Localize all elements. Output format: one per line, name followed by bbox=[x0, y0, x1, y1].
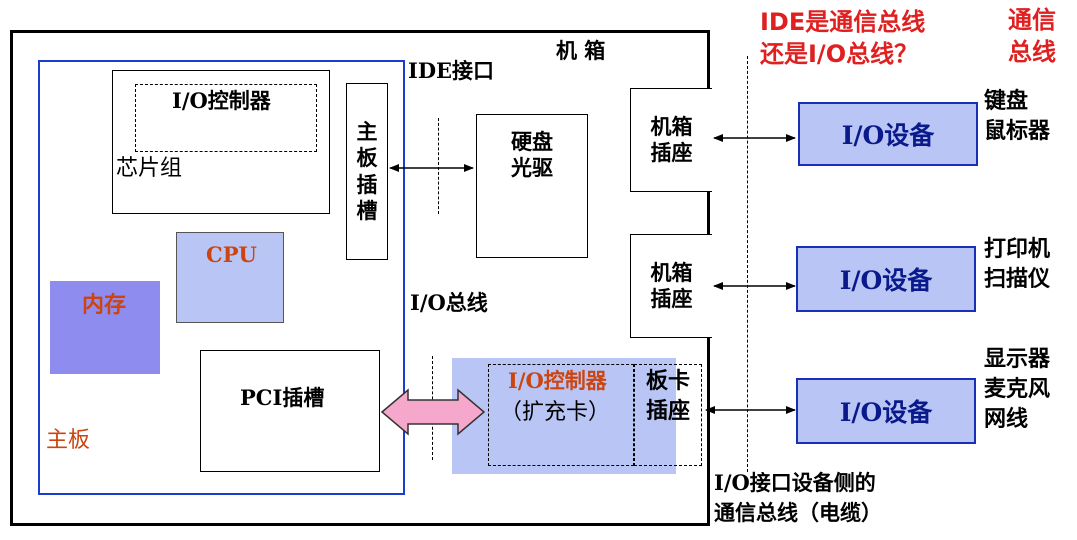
cable-note-line2: 通信总线（电缆） bbox=[714, 500, 882, 525]
case-socket-2: 机箱 插座 bbox=[630, 234, 712, 338]
disk-line2: 光驱 bbox=[511, 155, 553, 181]
mainboard-label: 主板 bbox=[46, 428, 91, 453]
question-line1: IDE是通信总线 bbox=[760, 8, 926, 36]
case-socket-1-line2: 插座 bbox=[650, 140, 693, 165]
pci-to-card-fat-arrow bbox=[380, 388, 486, 436]
disk-box: 硬盘 光驱 bbox=[476, 114, 588, 258]
cpu-box bbox=[176, 232, 284, 323]
mainboard-box bbox=[38, 60, 405, 495]
mainboard-slot: 主 板 插 槽 bbox=[346, 83, 388, 260]
device3-example-1: 显示器 bbox=[984, 346, 1051, 372]
memory-box bbox=[50, 281, 160, 374]
io-device-3: I/O设备 bbox=[796, 378, 976, 444]
chipset-box bbox=[112, 70, 330, 214]
io-device-1: I/O设备 bbox=[798, 102, 978, 166]
device2-example-1: 打印机 bbox=[984, 236, 1051, 262]
slot-char-3: 插 bbox=[356, 171, 378, 197]
slot-char-1: 主 bbox=[356, 119, 378, 144]
card-socket-line2: 插座 bbox=[646, 398, 691, 424]
device3-example-2: 麦克风 bbox=[984, 376, 1051, 402]
case-socket-2-line1: 机箱 bbox=[650, 259, 693, 285]
pci-slot-label: PCI插槽 bbox=[240, 385, 325, 410]
ide-interface-label: IDE接口 bbox=[408, 58, 495, 83]
card-socket-box bbox=[634, 364, 702, 466]
chipset-controller-box bbox=[135, 84, 317, 152]
expansion-card-area bbox=[452, 358, 676, 474]
slot-char-4: 槽 bbox=[356, 197, 378, 223]
card-socket-line1: 板卡 bbox=[646, 368, 691, 394]
chipset-controller-label: I/O控制器 bbox=[172, 88, 271, 113]
expansion-controller-label: I/O控制器 bbox=[508, 368, 607, 393]
cable-note-line1: I/O接口设备侧的 bbox=[714, 470, 876, 495]
io-device-2: I/O设备 bbox=[796, 246, 976, 312]
device1-example-1: 键盘 bbox=[984, 88, 1029, 114]
case-socket-1: 机箱 插座 bbox=[630, 88, 712, 192]
pci-slot-box bbox=[200, 350, 380, 472]
case-title: 机 箱 bbox=[556, 38, 606, 63]
chipset-label: 芯片组 bbox=[116, 156, 183, 181]
disk-line1: 硬盘 bbox=[511, 129, 553, 154]
device2-example-2: 扫描仪 bbox=[984, 266, 1051, 292]
expansion-card-label: （扩充卡） bbox=[500, 400, 611, 425]
device3-example-3: 网线 bbox=[984, 406, 1029, 432]
comm-bus-line1: 通信 bbox=[1008, 6, 1056, 34]
io-bus-label: I/O总线 bbox=[410, 290, 488, 315]
case-socket-1-line1: 机箱 bbox=[650, 113, 693, 139]
question-line2: 还是I/O总线？ bbox=[760, 40, 919, 68]
device1-example-2: 鼠标器 bbox=[984, 118, 1051, 144]
slot-char-2: 板 bbox=[356, 145, 378, 171]
memory-label: 内存 bbox=[82, 292, 127, 318]
comm-bus-line2: 总线 bbox=[1008, 38, 1056, 66]
external-bus-dashed-line bbox=[747, 56, 748, 472]
expansion-controller-box bbox=[488, 364, 634, 466]
case-socket-2-line2: 插座 bbox=[650, 286, 693, 311]
cpu-label: CPU bbox=[206, 242, 257, 267]
